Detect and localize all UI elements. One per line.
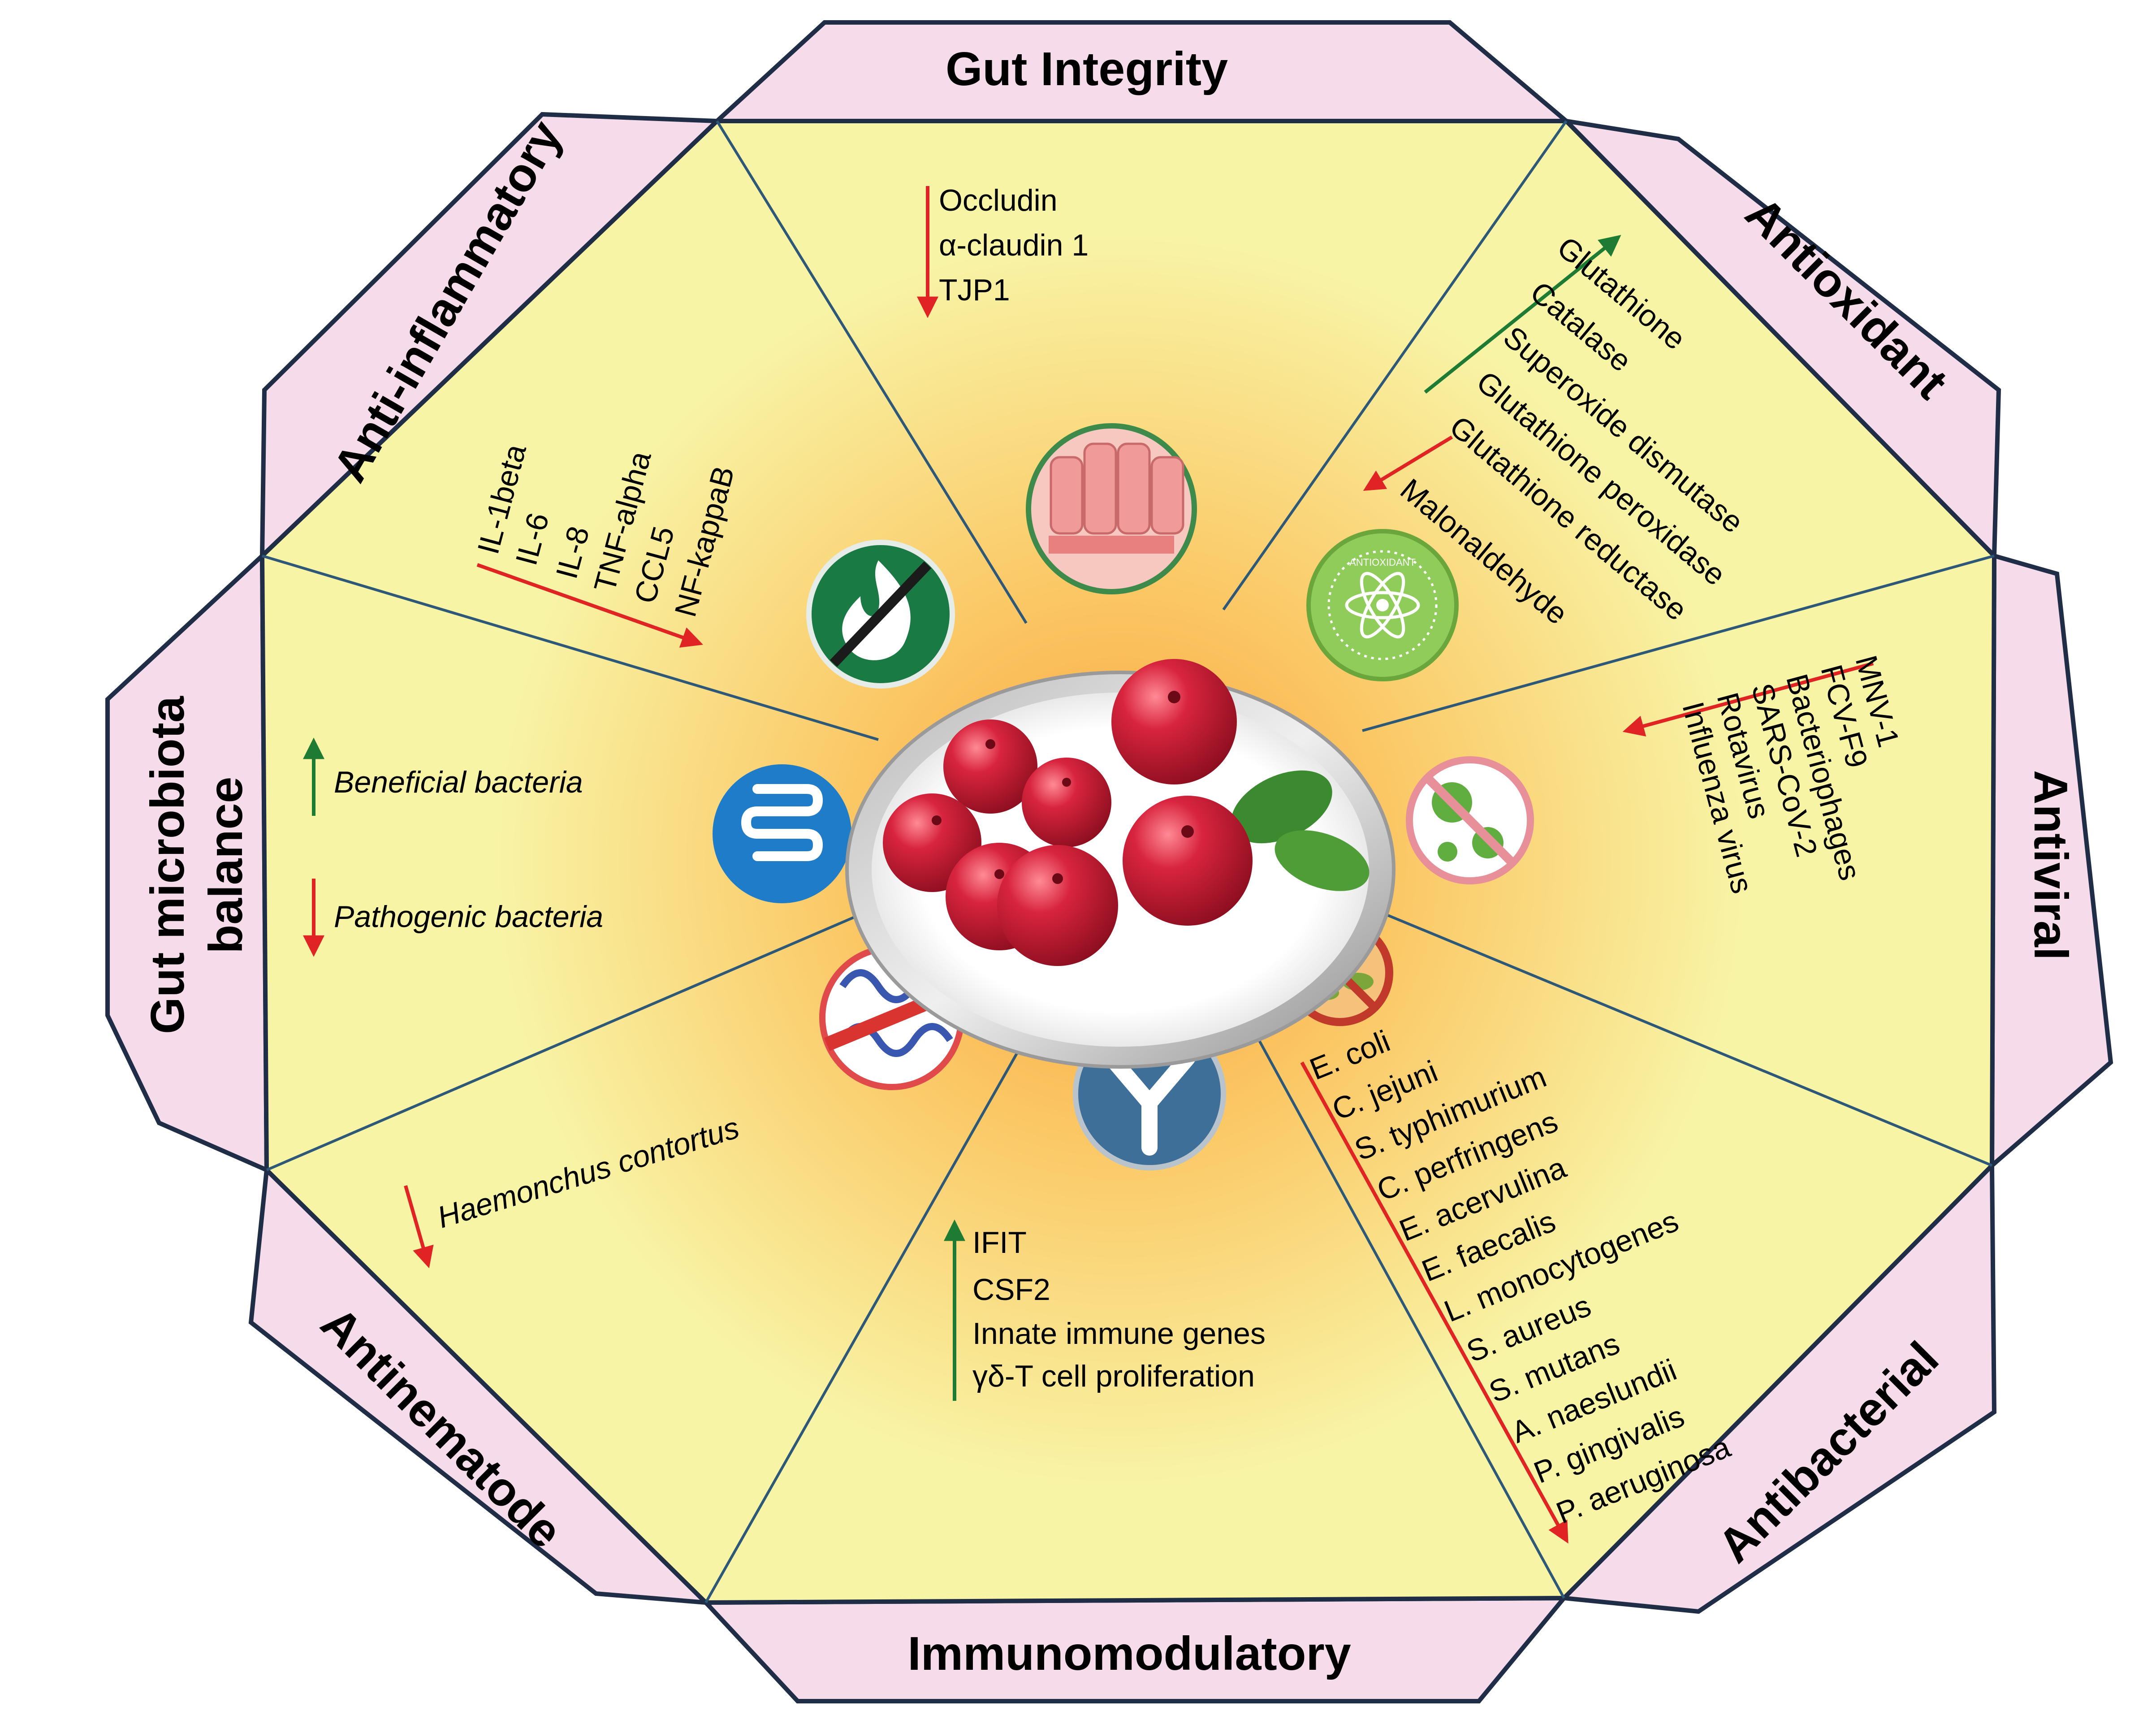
sector-dividers bbox=[262, 120, 1995, 1603]
pathogenic-bacteria-label: Pathogenic bacteria bbox=[334, 900, 603, 934]
no-virus-icon bbox=[1406, 756, 1534, 884]
label-gut-microbiota-line2: balance bbox=[199, 777, 252, 954]
beneficial-bacteria-label: Beneficial bacteria bbox=[334, 765, 583, 799]
label-gut-microbiota: Gut microbiota balance bbox=[141, 696, 252, 1034]
gut-integrity-item: Occludin bbox=[939, 183, 1058, 217]
immunomodulatory-item: IFIT bbox=[972, 1226, 1027, 1260]
no-inflammation-flame-icon bbox=[806, 540, 955, 689]
antioxidant-seal-text: ANTIOXIDANT bbox=[1349, 557, 1416, 568]
label-gut-integrity: Gut Integrity bbox=[946, 43, 1228, 95]
immunomodulatory-content: IFIT CSF2 Innate immune genes γδ-T cell … bbox=[944, 1219, 1266, 1401]
immunomodulatory-item: CSF2 bbox=[972, 1273, 1050, 1307]
immunomodulatory-item: Innate immune genes bbox=[972, 1317, 1266, 1351]
intestine-icon bbox=[713, 764, 851, 903]
label-immunomodulatory: Immunomodulatory bbox=[907, 1627, 1351, 1680]
label-gut-microbiota-line1: Gut microbiota bbox=[141, 696, 194, 1034]
immunomodulatory-item: γδ-T cell proliferation bbox=[972, 1359, 1255, 1393]
antioxidant-atom-icon: ANTIOXIDANT bbox=[1306, 529, 1459, 681]
intestinal-epithelium-icon bbox=[1026, 423, 1197, 594]
gut-microbiota-content: Beneficial bacteria Pathogenic bacteria bbox=[303, 737, 603, 957]
gut-integrity-item: TJP1 bbox=[939, 273, 1010, 307]
gut-integrity-item: α-claudin 1 bbox=[939, 228, 1089, 262]
cranberries-image bbox=[845, 659, 1396, 1069]
label-antiviral: Antiviral bbox=[2024, 770, 2077, 960]
gut-integrity-content: Occludin α-claudin 1 TJP1 bbox=[917, 183, 1089, 318]
